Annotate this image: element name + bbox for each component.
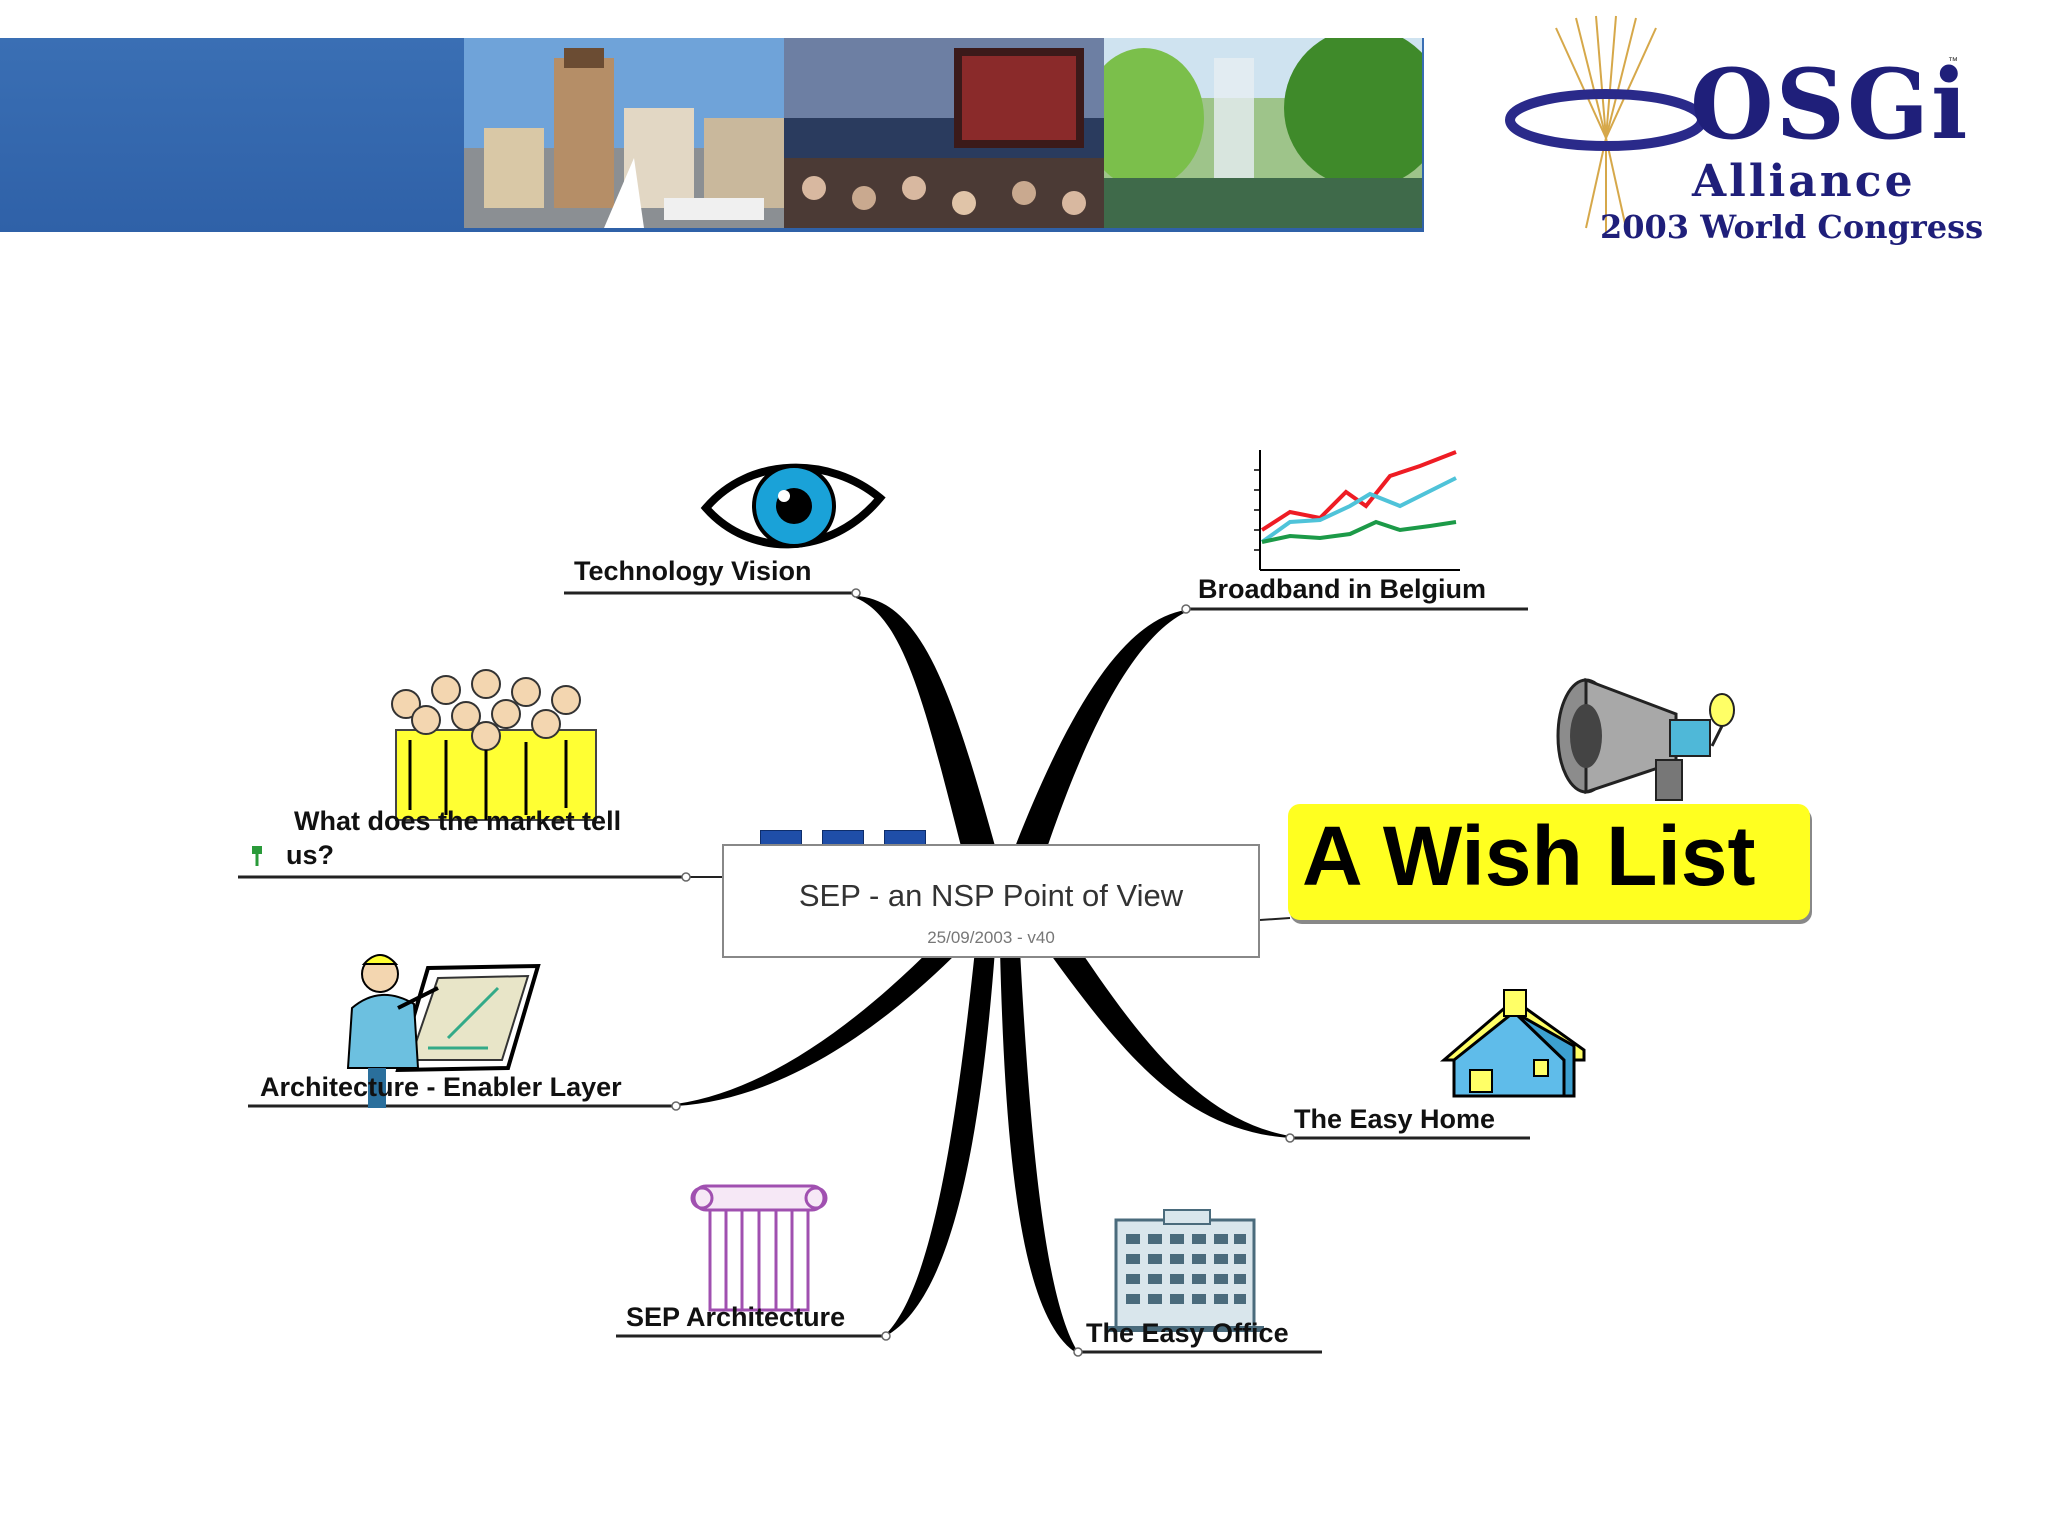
branch-easy-home: [1040, 935, 1290, 1138]
branch-easy-office: [1000, 950, 1078, 1354]
house-icon: [1439, 989, 1586, 1098]
label-broadband-in-belgium[interactable]: Broadband in Belgium: [1198, 574, 1487, 604]
branch-broadband: [995, 610, 1186, 900]
wish-list-topic[interactable]: A Wish List: [1288, 804, 1810, 920]
trademark-symbol: ™: [1948, 56, 1958, 67]
line-chart-icon: [1254, 450, 1460, 571]
label-technology-vision[interactable]: Technology Vision: [574, 556, 812, 586]
architect-icon: [346, 954, 541, 1108]
wish-list-label: A Wish List: [1302, 809, 1756, 903]
flag-icon: [252, 846, 262, 866]
park-photo: [1104, 38, 1422, 228]
congress-title: 2003 World Congress: [1600, 208, 1984, 246]
branch-technology-vision: [856, 596, 1010, 900]
central-topic-date: 25/09/2003 - v40: [927, 928, 1055, 947]
central-topic[interactable]: SEP - an NSP Point of View 25/09/2003 - …: [722, 844, 1260, 958]
column-icon: [690, 1184, 828, 1312]
branch-architecture-enabler: [676, 945, 960, 1106]
eye-icon: [700, 463, 886, 549]
office-building-icon: [1106, 1209, 1264, 1332]
megaphone-icon: [1556, 677, 1735, 801]
label-sep-architecture[interactable]: SEP Architecture: [626, 1302, 846, 1332]
osgi-logo-subtitle: Alliance: [1692, 156, 1916, 207]
label-market-line-2[interactable]: us?: [286, 840, 335, 870]
crowd-icon: [391, 669, 597, 821]
label-easy-office[interactable]: The Easy Office: [1086, 1318, 1289, 1348]
label-market-line-1[interactable]: What does the market tell: [294, 806, 622, 836]
label-architecture-enabler-layer[interactable]: Architecture - Enabler Layer: [260, 1072, 622, 1102]
osgi-logo: [1505, 15, 1707, 233]
osgi-logo-name: OSGi: [1690, 48, 1970, 161]
label-easy-home[interactable]: The Easy Home: [1294, 1104, 1496, 1134]
central-topic-title: SEP - an NSP Point of View: [798, 878, 1184, 913]
stage-photo: [784, 38, 1104, 228]
city-photo: [464, 38, 784, 228]
branch-sep-architecture: [886, 950, 995, 1336]
